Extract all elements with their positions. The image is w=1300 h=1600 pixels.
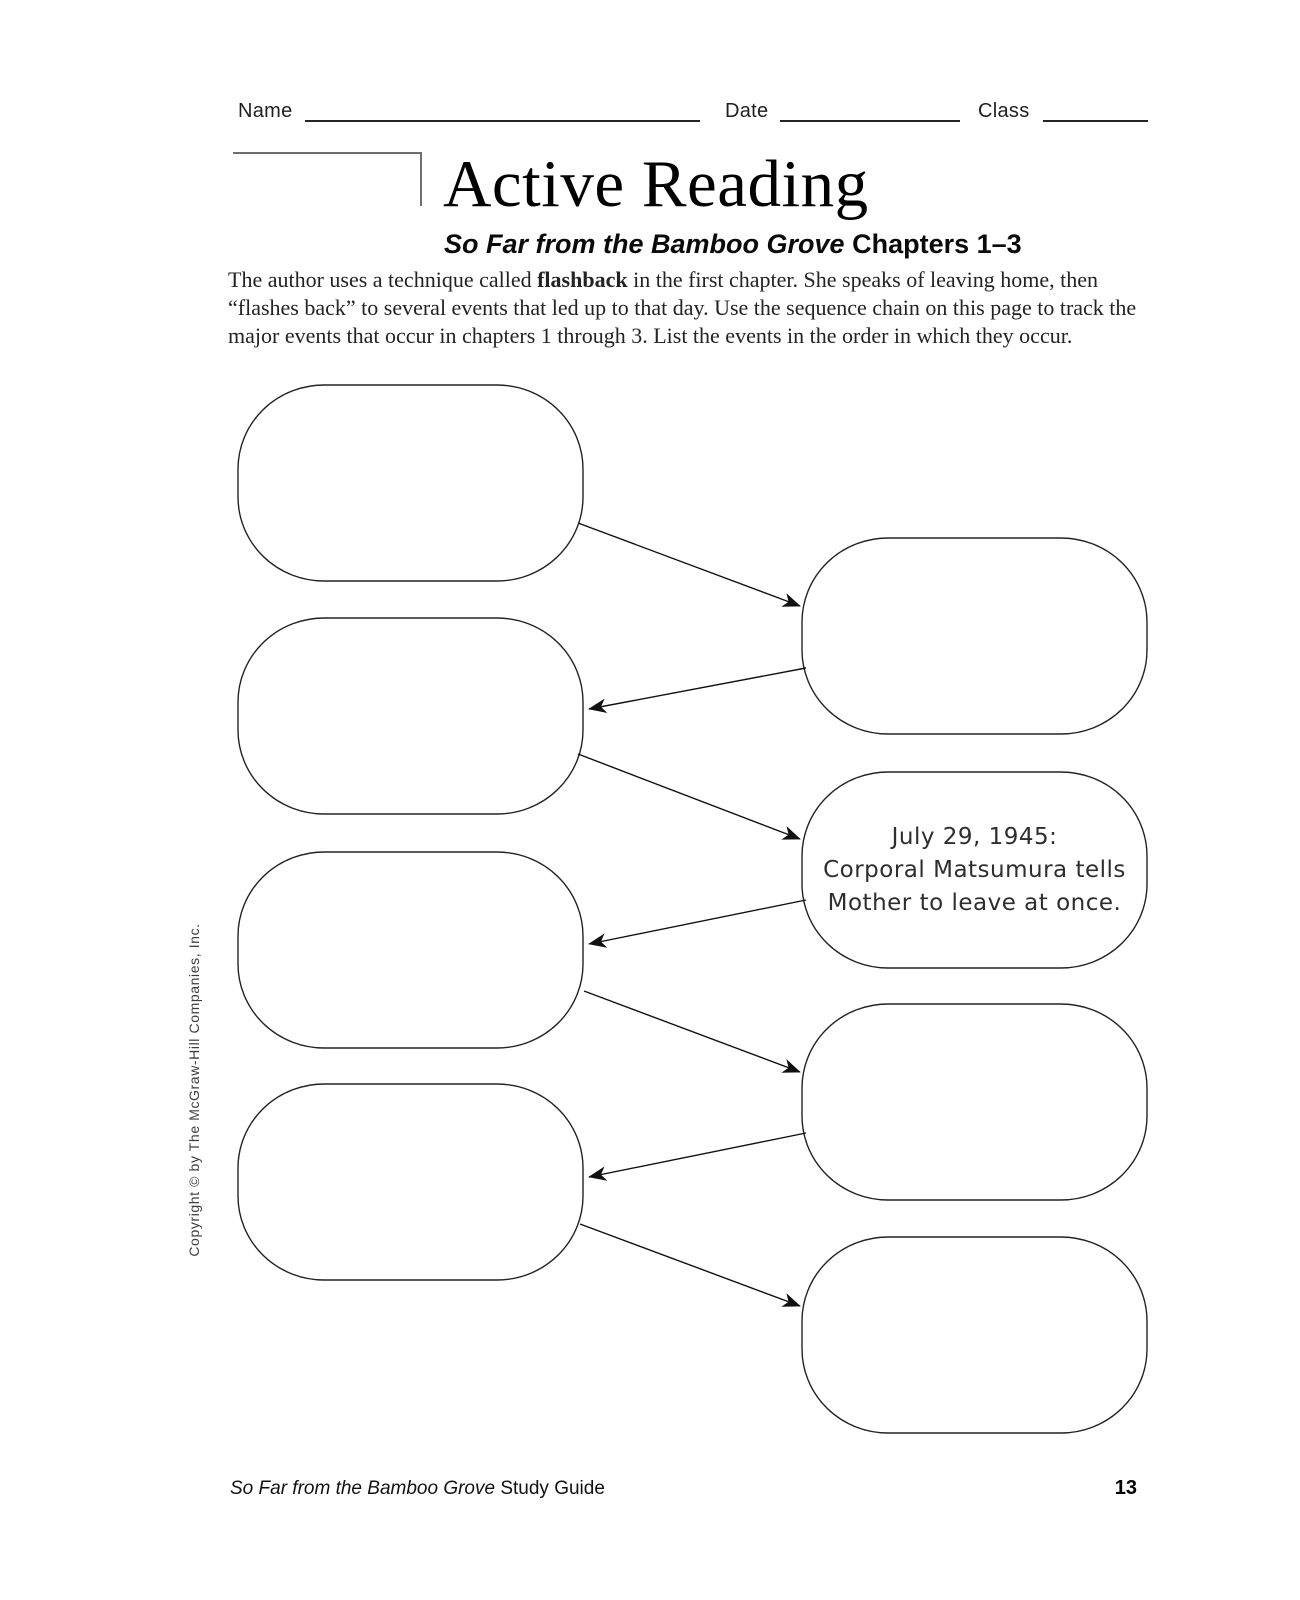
sequence-node-text-7 — [238, 1084, 583, 1280]
arrow-connector-6-7 — [588, 1132, 807, 1181]
sequence-node-oval-8 — [801, 1236, 1148, 1434]
sequence-node-oval-3 — [237, 617, 584, 815]
date-blank-line — [780, 120, 960, 122]
arrow-connector-2-3 — [588, 667, 807, 713]
arrow-connector-7-8 — [579, 1223, 801, 1307]
sequence-node-text-2 — [802, 538, 1147, 734]
sequence-node-oval-6 — [801, 1003, 1148, 1201]
sequence-node-text-3 — [238, 618, 583, 814]
sequence-node-text-5 — [238, 852, 583, 1048]
name-blank-line — [305, 120, 700, 122]
title-corner-bracket — [233, 152, 422, 206]
copyright-notice: Copyright © by The McGraw-Hill Companies… — [186, 923, 202, 1257]
subtitle: So Far from the Bamboo Grove Chapters 1–… — [444, 229, 1022, 260]
sequence-node-text-1 — [238, 385, 583, 581]
arrow-connector-4-5 — [588, 899, 807, 948]
name-label: Name — [238, 100, 293, 122]
sequence-node-oval-1 — [237, 384, 584, 582]
intro-paragraph: The author uses a technique called flash… — [228, 266, 1143, 350]
sequence-node-oval-2 — [801, 537, 1148, 735]
footer-book-title: So Far from the Bamboo Grove — [230, 1478, 496, 1499]
footer: So Far from the Bamboo Grove Study Guide — [230, 1478, 605, 1500]
arrow-connector-1-2 — [577, 522, 801, 607]
intro-bold-word: flashback — [537, 267, 628, 292]
intro-text-after: in the first chapter. She speaks of leav… — [228, 267, 1137, 348]
sequence-node-text-8 — [802, 1237, 1147, 1433]
subtitle-chapters: Chapters 1–3 — [852, 229, 1022, 259]
arrow-connector-5-6 — [583, 990, 801, 1073]
footer-study-guide: Study Guide — [495, 1478, 605, 1499]
page-number: 13 — [1114, 1477, 1137, 1499]
page-title: Active Reading — [443, 147, 869, 221]
arrow-connector-3-4 — [577, 753, 801, 840]
sequence-node-oval-5 — [237, 851, 584, 1049]
intro-text-before: The author uses a technique called — [228, 267, 538, 292]
class-label: Class — [978, 100, 1030, 122]
sequence-node-text-4: July 29, 1945: Corporal Matsumura tells … — [823, 823, 1126, 916]
sequence-node-text-6 — [802, 1004, 1147, 1200]
subtitle-book-title: So Far from the Bamboo Grove — [444, 229, 845, 259]
class-blank-line — [1043, 120, 1148, 122]
sequence-node-oval-7 — [237, 1083, 584, 1281]
date-label: Date — [725, 100, 769, 122]
sequence-node-oval-4 — [801, 771, 1148, 969]
